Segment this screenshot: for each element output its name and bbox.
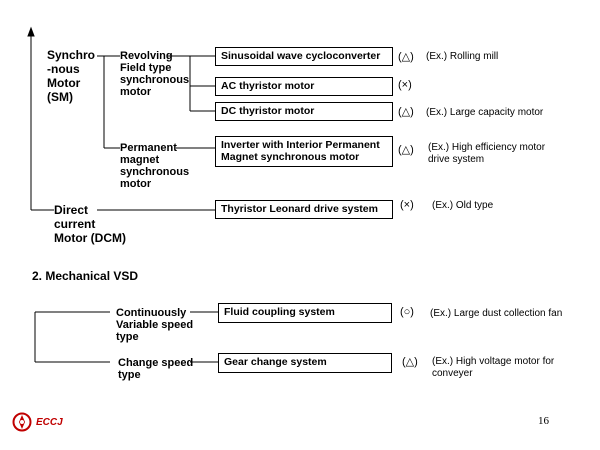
example-text: (Ex.) Large dust collection fan bbox=[430, 308, 563, 319]
rating-mark: (△) bbox=[402, 356, 418, 368]
dcm-label: Direct current Motor (DCM) bbox=[54, 203, 126, 245]
system-box: DC thyristor motor bbox=[215, 102, 393, 121]
system-box: Thyristor Leonard drive system bbox=[215, 200, 393, 219]
example-text: (Ex.) High efficiency motor drive system bbox=[428, 142, 546, 165]
example-text: (Ex.) Rolling mill bbox=[426, 51, 499, 62]
continuously-variable-label: Continuously Variable speed type bbox=[116, 307, 194, 343]
example-text: (Ex.) Large capacity motor bbox=[426, 107, 544, 118]
system-box: Fluid coupling system bbox=[218, 303, 392, 323]
permanent-magnet-label: Permanent magnet synchronous motor bbox=[120, 142, 190, 190]
rating-mark: (△) bbox=[398, 144, 414, 156]
rating-mark: (×) bbox=[400, 199, 414, 211]
system-box: Inverter with Interior Permanent Magnet … bbox=[215, 136, 393, 167]
example-text: (Ex.) Old type bbox=[432, 200, 494, 211]
example-text: (Ex.) High voltage motor for conveyer bbox=[432, 356, 555, 379]
system-box: AC thyristor motor bbox=[215, 77, 393, 96]
rating-mark: (△) bbox=[398, 51, 414, 63]
trunk-arrow-icon bbox=[27, 26, 35, 37]
rating-mark: (×) bbox=[398, 79, 412, 91]
rating-mark: (○) bbox=[400, 306, 414, 318]
change-speed-label: Change speed type bbox=[118, 357, 194, 381]
system-box: Gear change system bbox=[218, 353, 392, 373]
section-title: 2. Mechanical VSD bbox=[32, 269, 139, 283]
logo-text: ECCJ bbox=[36, 417, 63, 428]
rating-mark: (△) bbox=[398, 106, 414, 118]
sm-label: Synchro -nous Motor (SM) bbox=[47, 48, 96, 104]
revolving-field-label: Revolving Field type synchronous motor bbox=[120, 50, 190, 98]
system-box: Sinusoidal wave cycloconverter bbox=[215, 47, 393, 66]
page-number: 16 bbox=[538, 415, 549, 427]
eccj-logo-icon bbox=[12, 412, 32, 432]
